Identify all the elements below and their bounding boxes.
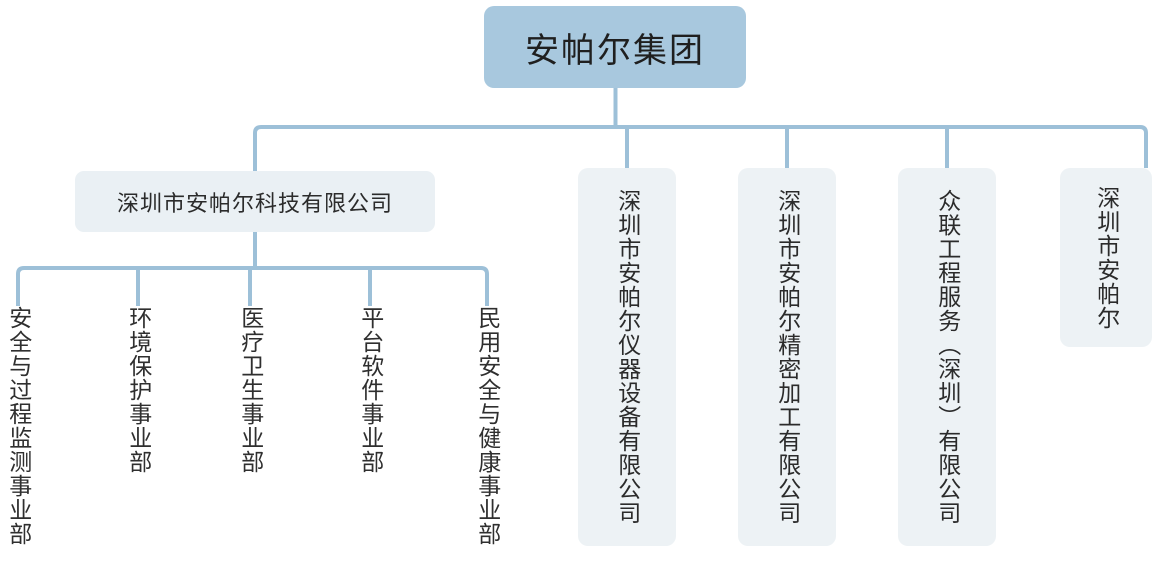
- node-level2-zhonglian-engineering-label: 众联工程服务（深圳）有限公司: [934, 189, 961, 525]
- node-root-label: 安帕尔集团: [525, 31, 705, 70]
- node-level2-apal-technology[interactable]: 深圳市安帕尔科技有限公司: [75, 171, 435, 232]
- node-level2-shenzhen-apal[interactable]: 深圳市安帕尔: [1060, 168, 1152, 347]
- node-level2-apal-instruments-label: 深圳市安帕尔仪器设备有限公司: [614, 189, 641, 525]
- node-level2-apal-precision-label: 深圳市安帕尔精密加工有限公司: [774, 189, 801, 525]
- dept-safety-process-monitoring[interactable]: 安全与过程监测事业部: [0, 306, 36, 556]
- connector-drop-node-e: [1139, 125, 1148, 168]
- node-root[interactable]: 安帕尔集团: [484, 6, 746, 88]
- dept-environmental-protection[interactable]: 环境保护事业部: [120, 306, 156, 556]
- dept-medical-health-label: 医疗卫生事业部: [237, 306, 264, 474]
- connector-drop-node-a: [253, 125, 262, 171]
- node-level2-zhonglian-engineering[interactable]: 众联工程服务（深圳）有限公司: [898, 168, 996, 546]
- dept-medical-health[interactable]: 医疗卫生事业部: [232, 306, 268, 556]
- node-level2-shenzhen-apal-label: 深圳市安帕尔: [1093, 185, 1120, 330]
- dept-platform-software[interactable]: 平台软件事业部: [352, 306, 388, 556]
- node-level2-apal-precision[interactable]: 深圳市安帕尔精密加工有限公司: [738, 168, 836, 546]
- node-level2-apal-technology-label: 深圳市安帕尔科技有限公司: [116, 190, 393, 216]
- dept-environmental-protection-label: 环境保护事业部: [125, 306, 152, 474]
- dept-platform-software-label: 平台软件事业部: [357, 306, 384, 474]
- node-level2-apal-instruments[interactable]: 深圳市安帕尔仪器设备有限公司: [578, 168, 676, 546]
- dept-safety-process-monitoring-label: 安全与过程监测事业部: [5, 306, 32, 546]
- dept-civil-safety-health-label: 民用安全与健康事业部: [474, 306, 501, 546]
- connector-drop-dept-5: [480, 266, 489, 306]
- dept-civil-safety-health[interactable]: 民用安全与健康事业部: [469, 306, 505, 556]
- connector-drop-dept-1: [16, 266, 25, 306]
